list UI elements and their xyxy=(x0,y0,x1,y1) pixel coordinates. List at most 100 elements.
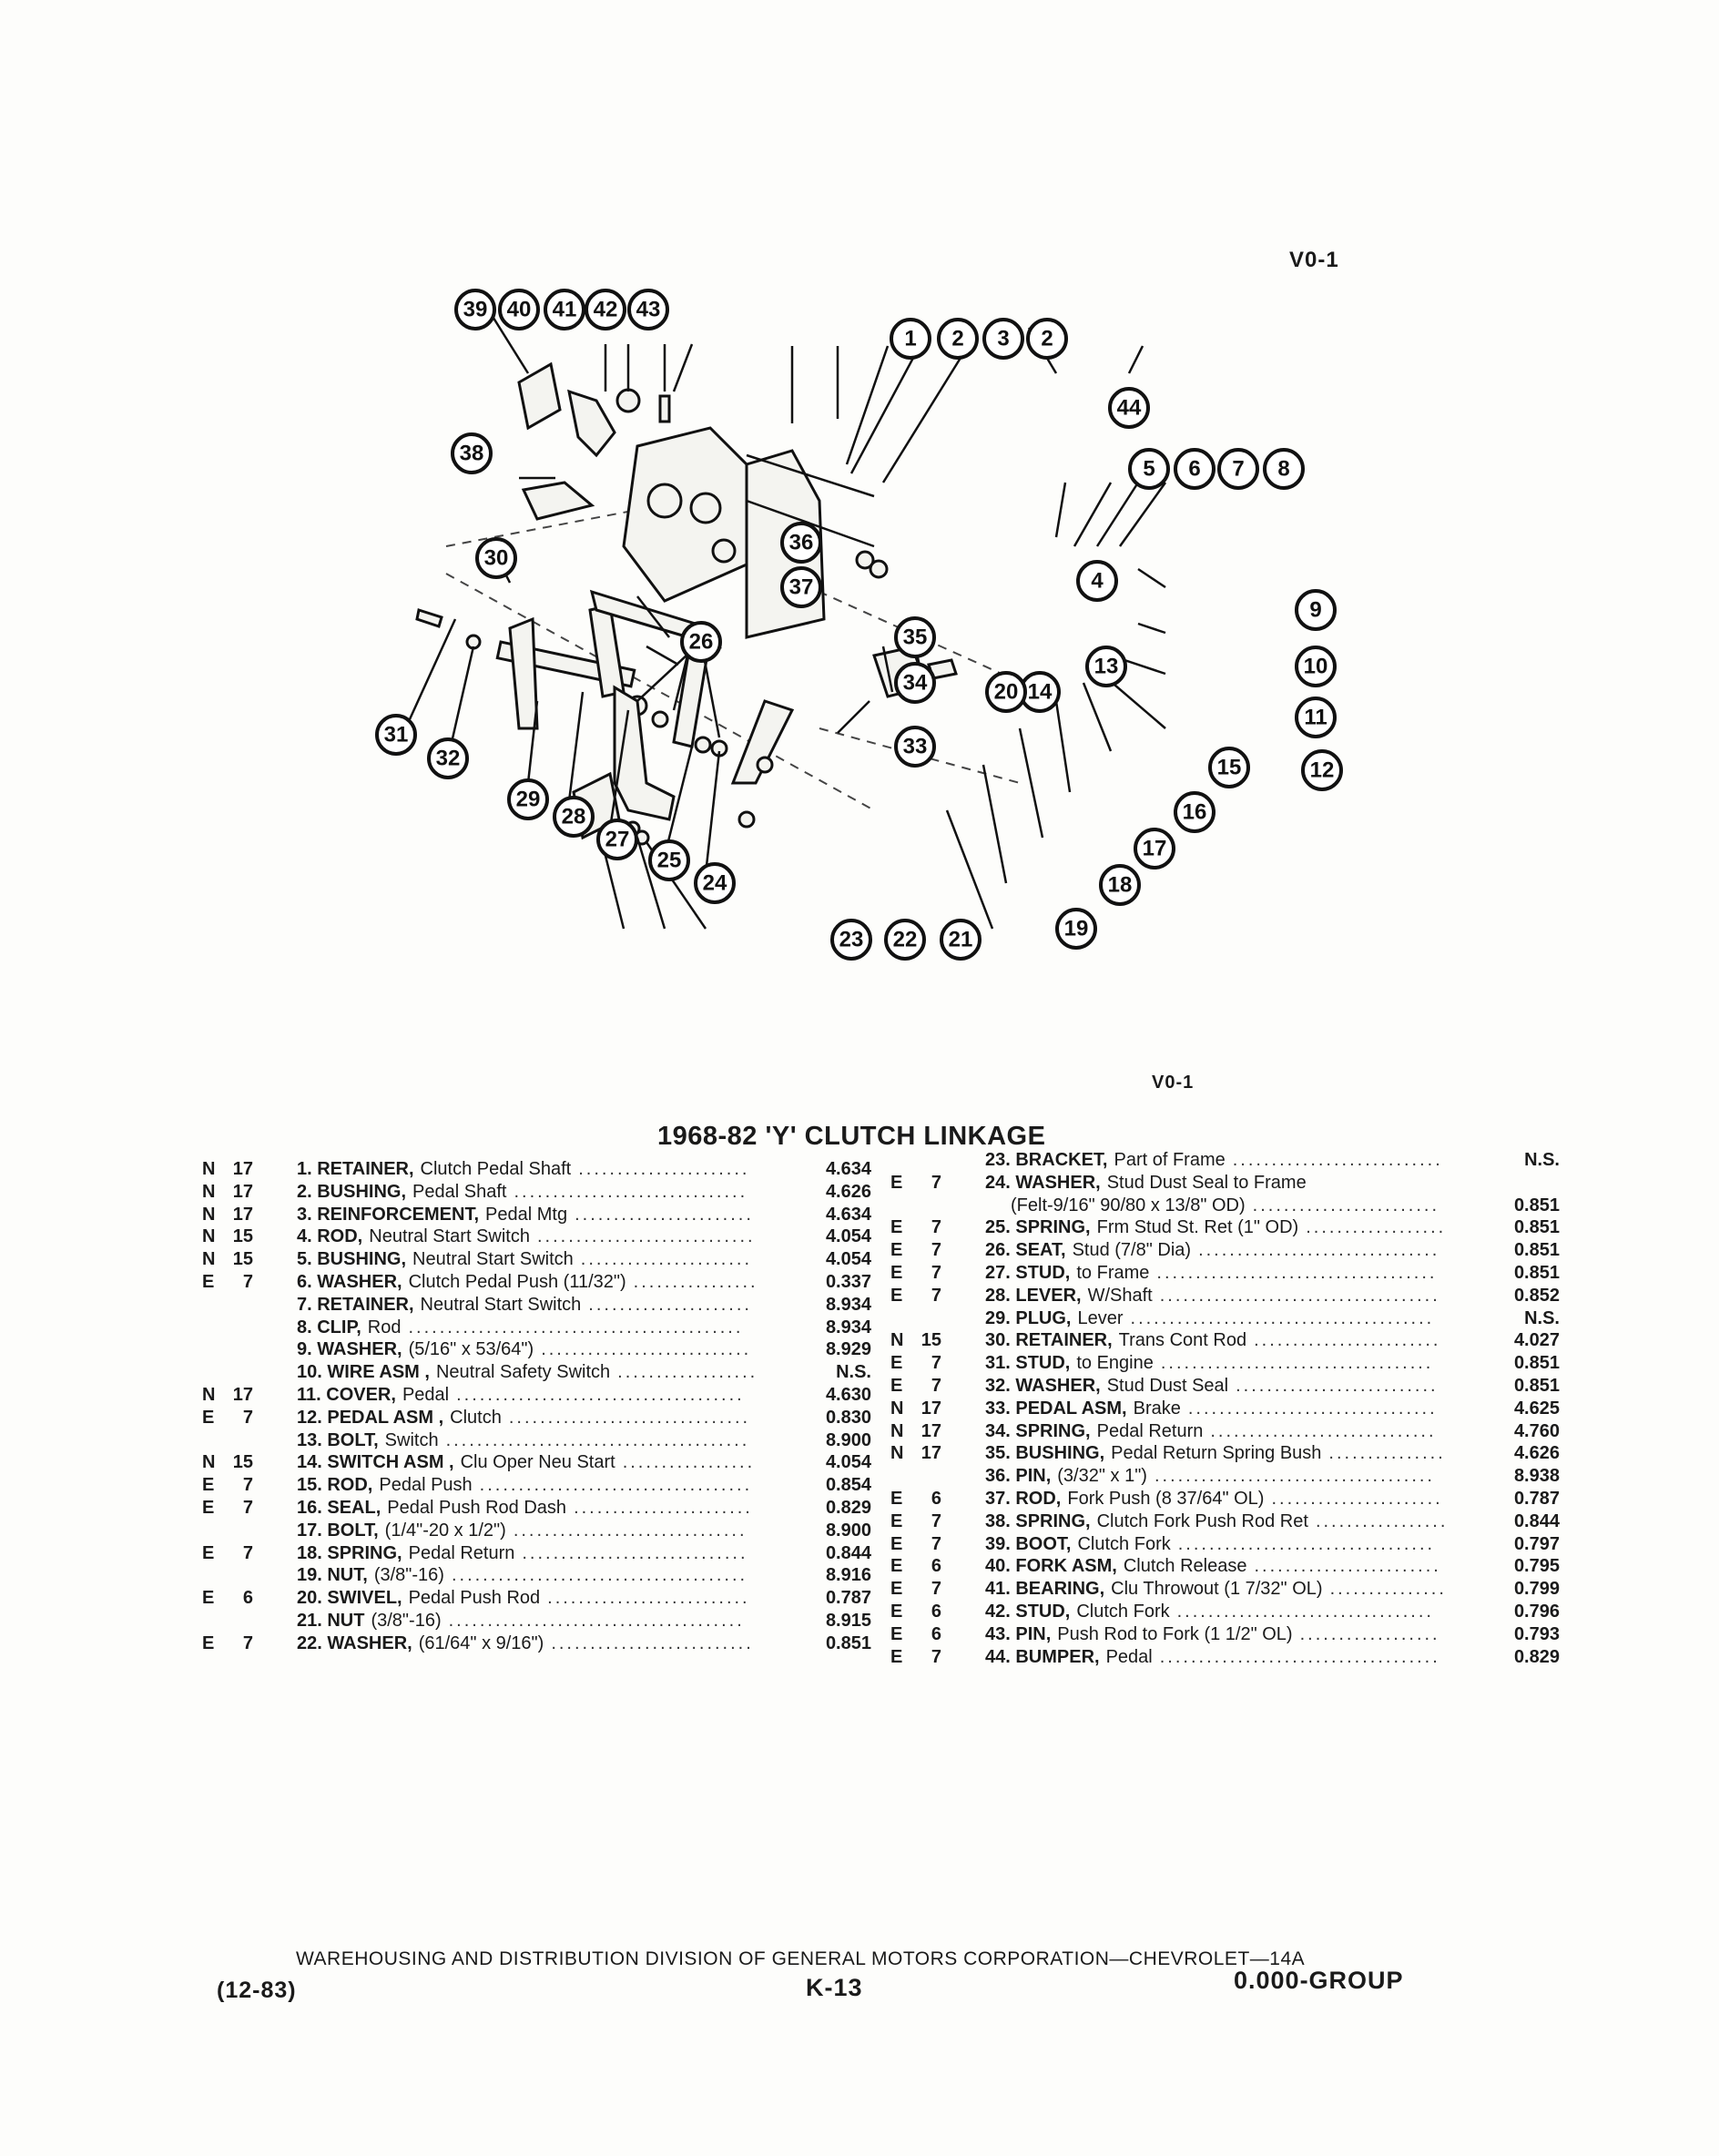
part-number: 0.337 xyxy=(825,1271,871,1292)
part-code-2: 17 xyxy=(232,1384,253,1405)
part-number: 8.938 xyxy=(1513,1466,1560,1487)
part-description: Neutral Start Switch xyxy=(369,1226,530,1247)
part-number: 0.787 xyxy=(825,1588,871,1609)
part-code-1: E xyxy=(890,1556,903,1577)
dot-leader: ........................ xyxy=(1252,1195,1440,1215)
part-number: 4.634 xyxy=(825,1204,871,1225)
part-number: N.S. xyxy=(1524,1307,1560,1328)
svg-text:40: 40 xyxy=(507,298,532,322)
part-item: 37. ROD, xyxy=(985,1488,1062,1509)
part-row: 10. WIRE ASM ,N.S.Neutral Safety Switch.… xyxy=(202,1361,871,1384)
part-description: (61/64" x 9/16") xyxy=(418,1632,544,1653)
svg-text:6: 6 xyxy=(1188,457,1200,482)
part-row: 0.851(Felt-9/16" 90/80 x 13/8" OD)......… xyxy=(890,1195,1560,1217)
svg-text:34: 34 xyxy=(903,671,928,696)
dot-leader: ............... xyxy=(1328,1443,1446,1464)
part-item: 35. BUSHING, xyxy=(985,1443,1105,1464)
part-code-1: E xyxy=(202,1497,215,1518)
part-code-2: 7 xyxy=(931,1172,941,1193)
part-item: 40. FORK ASM, xyxy=(985,1556,1117,1577)
svg-text:35: 35 xyxy=(903,625,928,650)
part-item: 33. PEDAL ASM, xyxy=(985,1398,1127,1419)
dot-leader: .................. xyxy=(617,1362,758,1383)
part-code-1: E xyxy=(890,1217,903,1238)
part-number: 8.916 xyxy=(825,1565,871,1586)
dot-leader: ....................................... xyxy=(445,1429,750,1450)
svg-text:42: 42 xyxy=(594,298,618,322)
part-item: 13. BOLT, xyxy=(297,1429,379,1450)
svg-text:3: 3 xyxy=(997,327,1009,351)
dot-leader: ..................... xyxy=(588,1294,752,1315)
part-number: 0.854 xyxy=(825,1475,871,1496)
part-number: 0.851 xyxy=(825,1632,871,1653)
svg-text:10: 10 xyxy=(1304,655,1328,679)
dot-leader: .......................... xyxy=(1236,1375,1439,1396)
svg-text:14: 14 xyxy=(1028,680,1053,705)
svg-text:27: 27 xyxy=(605,828,630,852)
part-row: 36. PIN,8.938(3/32" x 1")...............… xyxy=(890,1465,1560,1488)
part-code-2: 7 xyxy=(242,1497,253,1518)
part-item: 1. RETAINER, xyxy=(297,1159,414,1179)
part-number: 4.027 xyxy=(1513,1330,1560,1351)
part-number: 0.795 xyxy=(1513,1556,1560,1577)
part-code-2: 7 xyxy=(931,1646,941,1667)
dot-leader: ............................. xyxy=(522,1542,748,1563)
part-code-2: 17 xyxy=(232,1181,253,1202)
part-number: N.S. xyxy=(1524,1150,1560,1170)
part-description: Clutch Fork Push Rod Ret xyxy=(1096,1510,1308,1531)
part-item: 32. WASHER, xyxy=(985,1375,1101,1396)
dot-leader: ...................................... xyxy=(451,1565,748,1586)
svg-text:36: 36 xyxy=(789,531,814,555)
part-item: 41. BEARING, xyxy=(985,1579,1105,1600)
dot-leader: ................. xyxy=(622,1452,756,1473)
dot-leader: ...................................... xyxy=(448,1610,745,1631)
part-description: Clu Throwout (1 7/32" OL) xyxy=(1111,1579,1323,1600)
dot-leader: ........................ xyxy=(1254,1556,1441,1577)
dot-leader: .................................... xyxy=(1154,1466,1435,1487)
part-item: 10. WIRE ASM , xyxy=(297,1362,430,1383)
part-item: 36. PIN, xyxy=(985,1466,1052,1487)
part-item: 19. NUT, xyxy=(297,1565,368,1586)
part-code-1: E xyxy=(202,1271,215,1292)
parts-list-right: 23. BRACKET,N.S.Part of Frame...........… xyxy=(890,1149,1560,1669)
footer-page-number: K-13 xyxy=(806,1974,863,2001)
part-number: 0.797 xyxy=(1513,1533,1560,1554)
part-item: 24. WASHER, xyxy=(985,1172,1101,1193)
dot-leader: ................................. xyxy=(1176,1601,1434,1622)
figure-ref-top: V0-1 xyxy=(1289,248,1339,272)
svg-text:2: 2 xyxy=(951,327,963,351)
part-item: 9. WASHER, xyxy=(297,1339,402,1360)
dot-leader: ................................... xyxy=(479,1475,753,1496)
part-item: 44. BUMPER, xyxy=(985,1646,1100,1667)
part-code-1: E xyxy=(202,1632,215,1653)
part-code-2: 7 xyxy=(931,1375,941,1396)
dot-leader: ...................... xyxy=(1271,1488,1443,1509)
part-number: 0.829 xyxy=(825,1497,871,1518)
part-code-2: 7 xyxy=(931,1285,941,1306)
part-code-1: E xyxy=(890,1488,903,1509)
part-description: Pedal Shaft xyxy=(412,1181,507,1202)
part-code-2: 7 xyxy=(931,1217,941,1238)
svg-text:24: 24 xyxy=(703,871,727,896)
dot-leader: ........................................… xyxy=(408,1317,744,1337)
part-description: Clutch Release xyxy=(1123,1556,1247,1577)
part-code-2: 15 xyxy=(232,1226,253,1247)
part-number: 0.844 xyxy=(1513,1510,1560,1531)
part-code-1: E xyxy=(202,1475,215,1496)
svg-text:9: 9 xyxy=(1309,598,1321,623)
part-description: Stud Dust Seal to Frame xyxy=(1106,1172,1307,1193)
